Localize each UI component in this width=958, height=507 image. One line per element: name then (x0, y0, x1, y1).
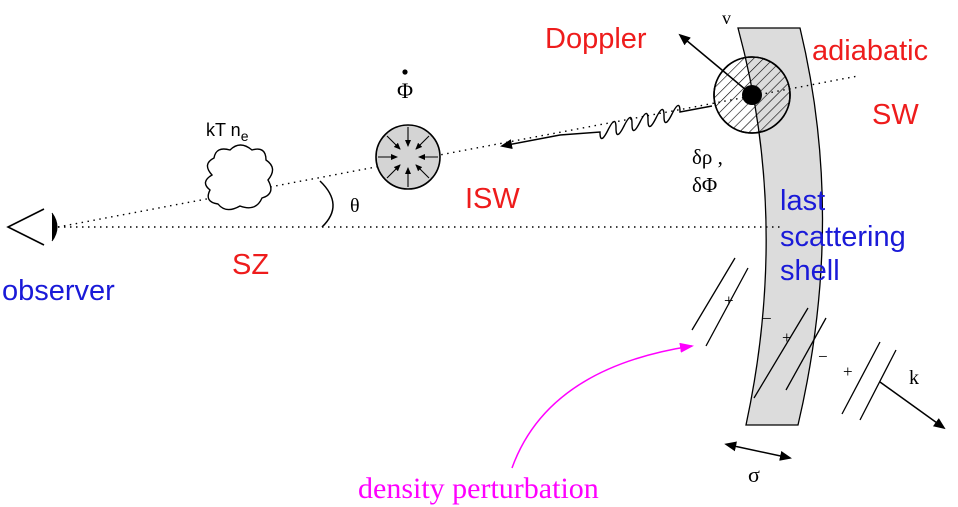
theta-label: θ (350, 195, 360, 217)
velocity-arrow (678, 33, 753, 96)
perturbation-plus: + (843, 362, 853, 381)
eye-icon (6, 208, 58, 246)
sigma-label: σ (748, 462, 760, 487)
collapsing-sphere-icon (375, 124, 441, 190)
perturbation-minus: − (762, 309, 772, 328)
perturbation-plus: + (782, 328, 792, 347)
cloud-icon (204, 144, 274, 211)
sigma-arrow (724, 441, 792, 461)
doppler-label: Doppler (545, 23, 647, 55)
density-perturbation-pointer (511, 342, 694, 469)
isw-label: ISW (465, 183, 520, 215)
velocity-label: v (722, 8, 731, 28)
observer-label: observer (2, 275, 115, 307)
delta-phi-label: δΦ (692, 173, 717, 197)
density-perturbation-fronts (691, 257, 897, 421)
shell-label: shell (780, 255, 840, 287)
density-perturbation-label: density perturbation (358, 472, 599, 505)
photon-wave (500, 104, 713, 150)
sz-label: SZ (232, 249, 269, 281)
k-label: k (909, 367, 919, 389)
k-arrow (879, 381, 946, 430)
theta-arc (319, 180, 334, 228)
adiabatic-label: adiabatic (812, 35, 928, 67)
perturbation-plus: + (724, 291, 734, 310)
phi-dot-label: Φ (397, 78, 413, 103)
kt-label: kT ne (206, 120, 249, 144)
scattering-label: scattering (780, 221, 906, 253)
delta-rho-label: δρ , (692, 145, 723, 169)
last-label: last (780, 185, 825, 217)
phi-dot-mark (402, 69, 408, 75)
sw-label: SW (872, 99, 919, 131)
perturbation-minus: − (818, 347, 828, 366)
